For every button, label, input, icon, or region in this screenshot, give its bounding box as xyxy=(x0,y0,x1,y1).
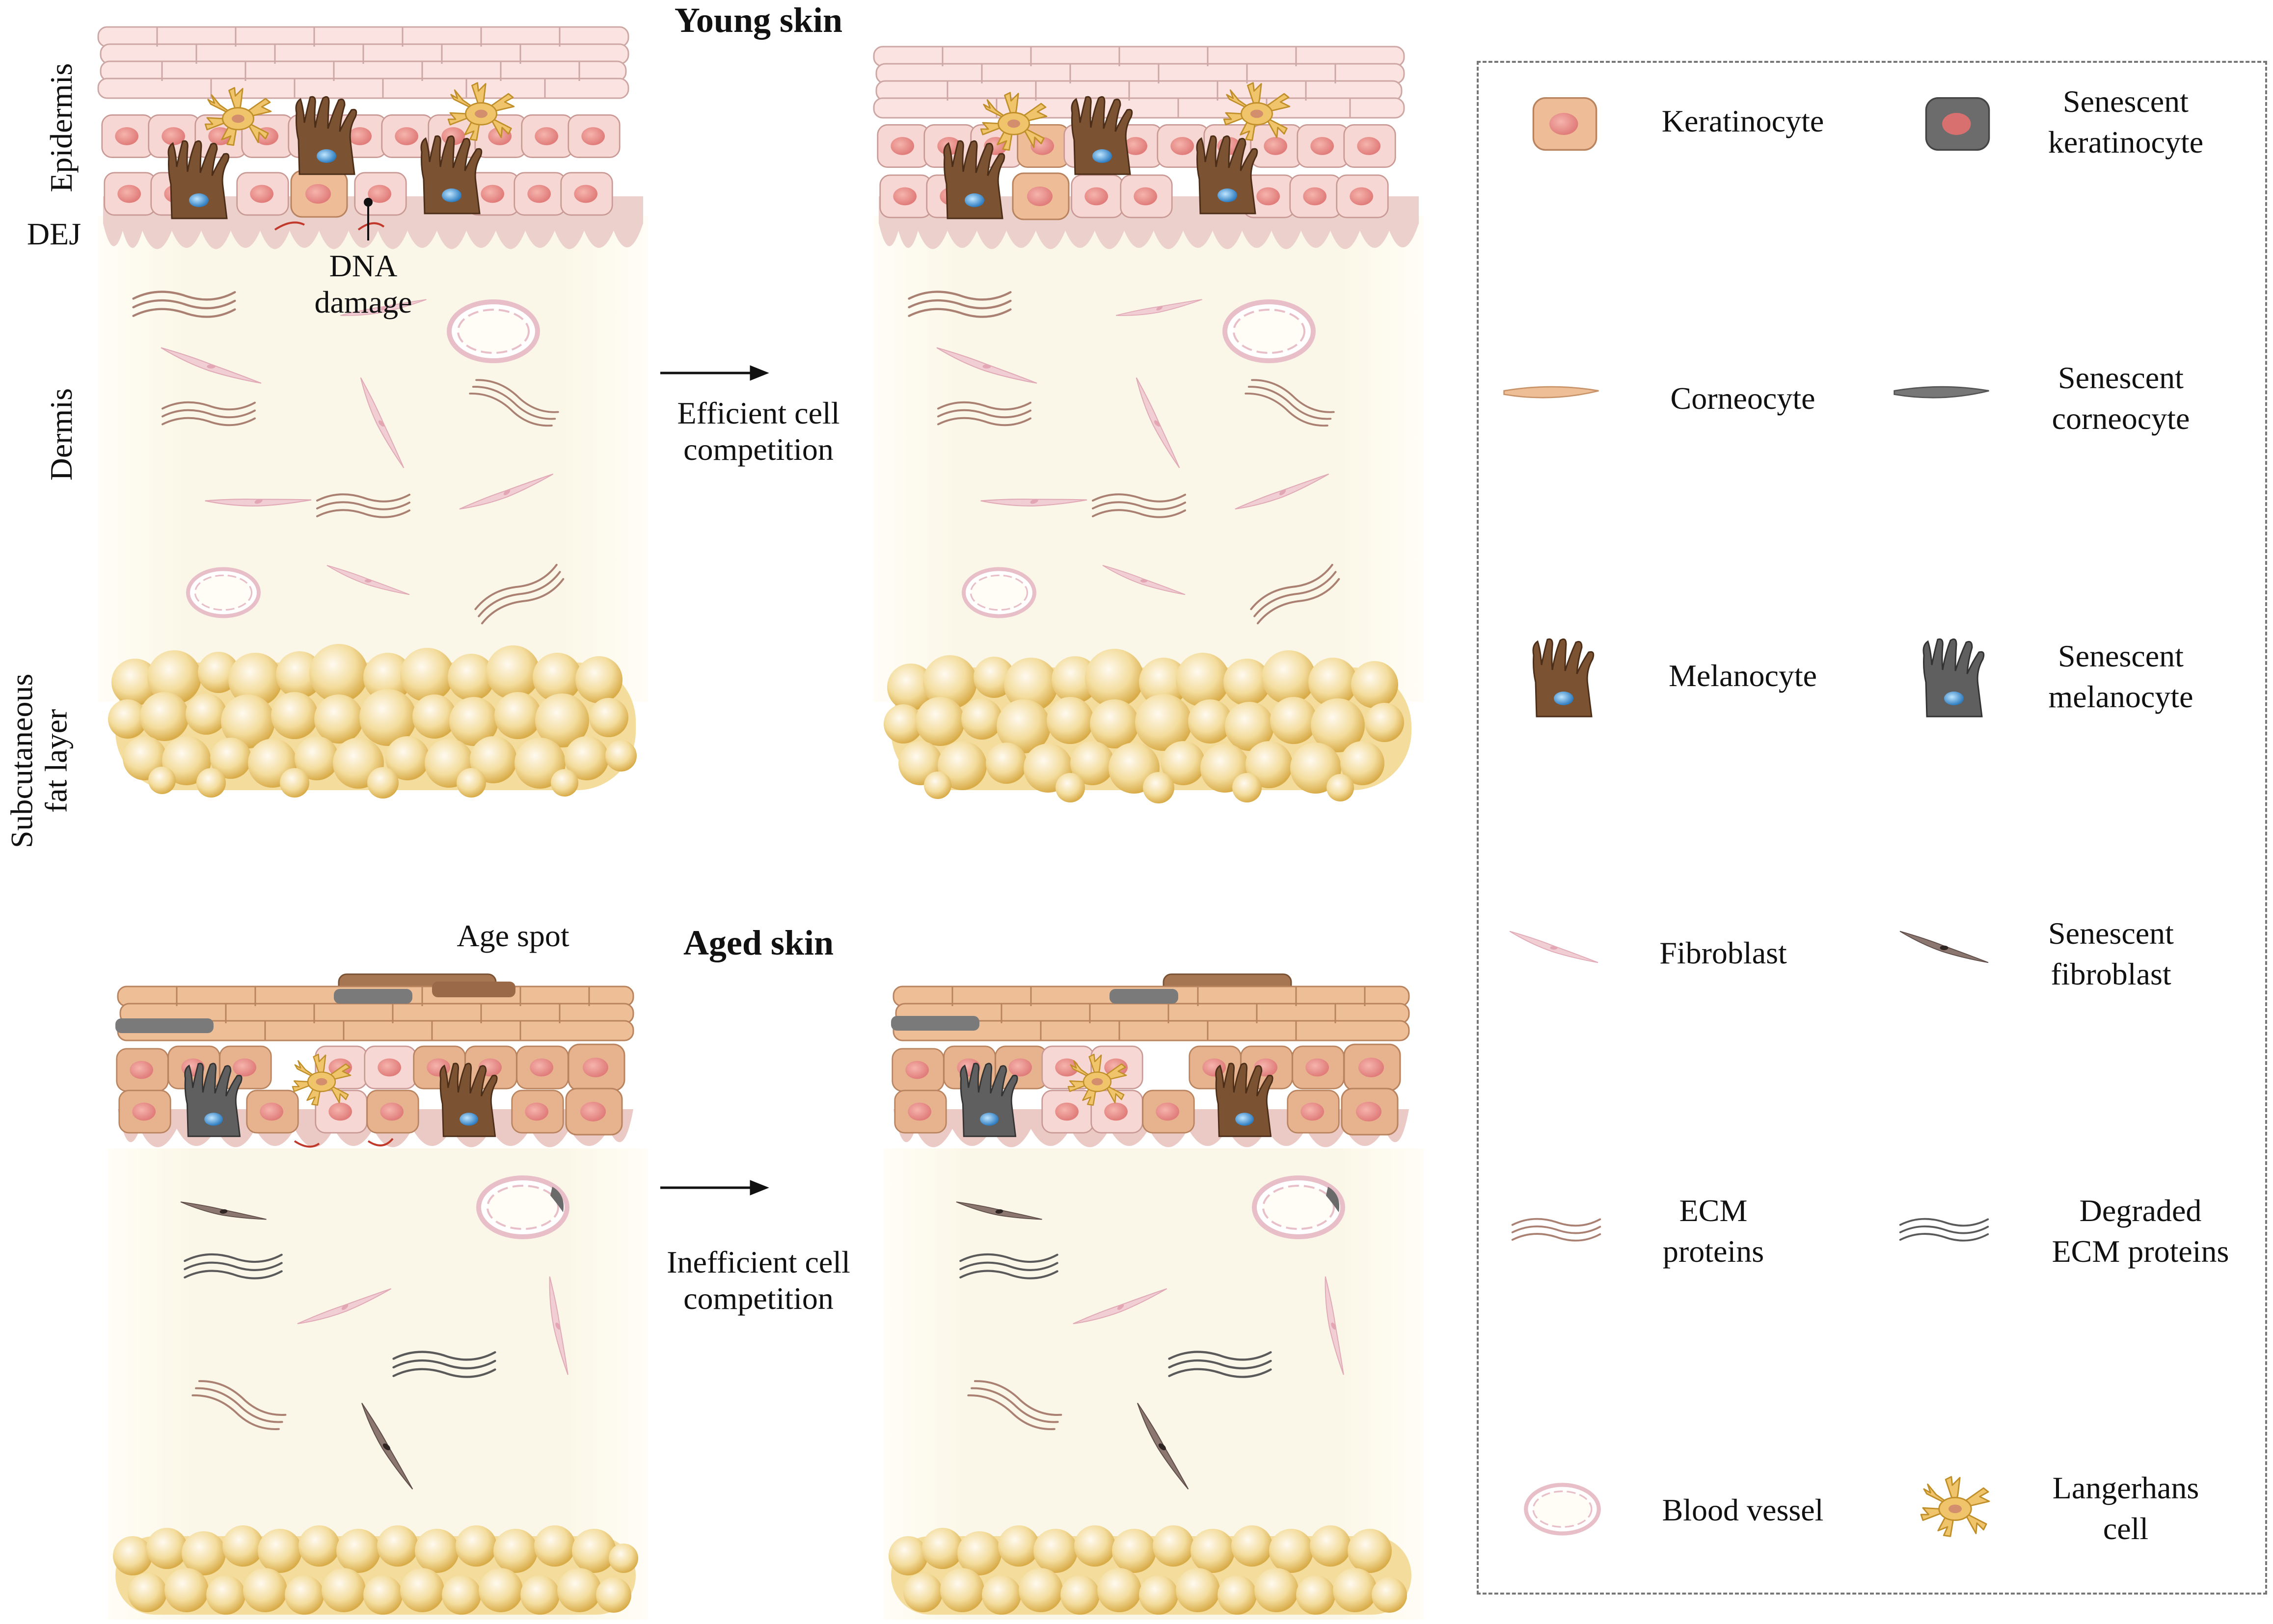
legend-text: Degraded xyxy=(2079,1193,2202,1228)
young-skin-title: Young skin xyxy=(674,0,843,40)
legend-label-langerhans-cell: Langerhans cell xyxy=(1998,1467,2253,1549)
inefficient-line-2: competition xyxy=(683,1280,834,1316)
legend-text: keratinocyte xyxy=(2048,125,2204,160)
efficient-line-2: competition xyxy=(683,431,834,467)
legend-label-ecm-proteins: ECM proteins xyxy=(1591,1190,1836,1272)
dej-label: DEJ xyxy=(27,216,81,251)
inefficient-arrow-label: Inefficient cell competition xyxy=(633,1244,884,1316)
aged-skin-after xyxy=(884,973,1424,1620)
legend-text: Keratinocyte xyxy=(1661,104,1824,138)
efficient-line-1: Efficient cell xyxy=(677,396,840,430)
epidermis-label: Epidermis xyxy=(43,63,79,192)
transition-arrows xyxy=(660,365,769,1196)
legend-text: Fibroblast xyxy=(1659,935,1787,970)
aged-skin-title: Aged skin xyxy=(683,923,834,962)
legend-label-melanocyte: Melanocyte xyxy=(1620,655,1866,696)
young-skin-before xyxy=(97,26,648,799)
legend-label-fibroblast: Fibroblast xyxy=(1600,932,1846,973)
legend-box xyxy=(1477,61,2267,1595)
legend-label-keratinocyte: Keratinocyte xyxy=(1620,101,1866,141)
efficient-arrow-label: Efficient cell competition xyxy=(633,395,884,467)
legend-text: ECM proteins xyxy=(2052,1234,2229,1269)
aged-skin-before xyxy=(108,973,648,1620)
legend-text: Senescent xyxy=(2048,916,2174,951)
legend-text: ECM xyxy=(1679,1193,1748,1228)
legend-text: Corneocyte xyxy=(1670,381,1815,416)
legend-text: melanocyte xyxy=(2048,679,2193,715)
legend-text: proteins xyxy=(1662,1234,1764,1269)
inefficient-line-1: Inefficient cell xyxy=(667,1245,850,1279)
age-spot-label: Age spot xyxy=(457,918,569,953)
legend-text: Langerhans xyxy=(2052,1470,2199,1505)
dna-damage-label: DNA damage xyxy=(290,248,437,320)
legend-text: corneocyte xyxy=(2052,401,2190,436)
young-skin-after xyxy=(873,46,1424,803)
aged-corneocyte-layer xyxy=(115,973,634,1041)
legend-text: cell xyxy=(2103,1511,2149,1546)
legend-label-blood-vessel: Blood vessel xyxy=(1620,1490,1866,1530)
dna-line-1: DNA xyxy=(329,248,398,283)
legend-text: Blood vessel xyxy=(1662,1492,1824,1527)
fat-line-1: Subcutaneous xyxy=(4,673,39,849)
legend-text: fibroblast xyxy=(2051,957,2171,992)
legend-text: Melanocyte xyxy=(1668,658,1817,693)
legend-text: Senescent xyxy=(2058,360,2184,395)
dermis-label: Dermis xyxy=(43,388,79,481)
fat-line-2: fat layer xyxy=(39,709,74,813)
legend-text: Senescent xyxy=(2063,84,2189,119)
legend-label-senescent-keratinocyte: Senescent keratinocyte xyxy=(2003,81,2248,162)
legend-text: Senescent xyxy=(2058,639,2184,673)
fat-layer xyxy=(108,644,637,799)
dna-line-2: damage xyxy=(314,284,412,319)
legend-label-senescent-corneocyte: Senescent corneocyte xyxy=(1993,357,2248,439)
dna-damage-marker xyxy=(274,221,385,231)
legend-label-senescent-melanocyte: Senescent melanocyte xyxy=(1993,636,2248,717)
fat-layer-label: Subcutaneous fat layer xyxy=(4,638,74,883)
legend-label-corneocyte: Corneocyte xyxy=(1620,378,1866,419)
corneocyte-layer xyxy=(97,26,629,99)
legend-label-senescent-fibroblast: Senescent fibroblast xyxy=(1983,913,2239,994)
